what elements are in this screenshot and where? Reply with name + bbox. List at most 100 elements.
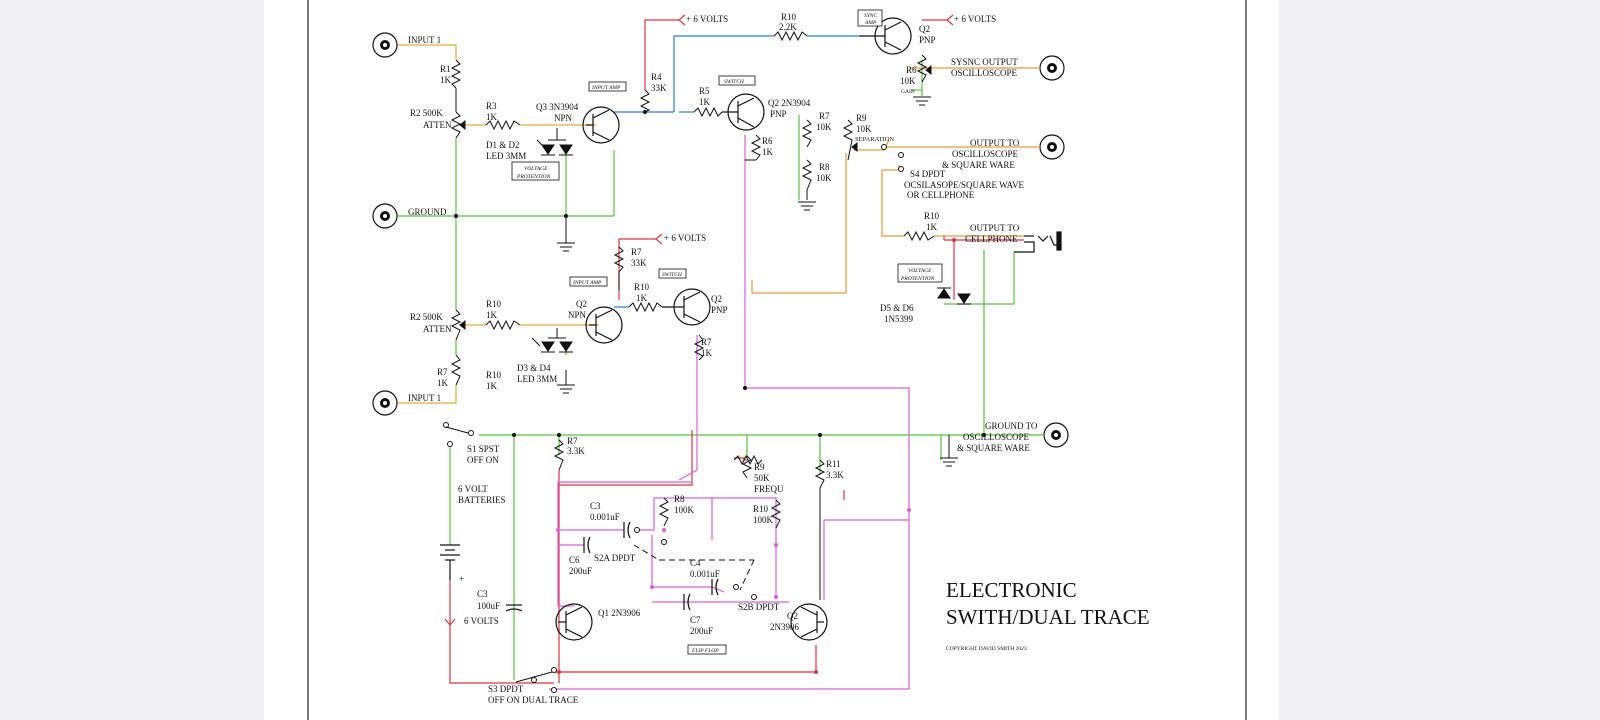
pot-arrows: [459, 64, 932, 331]
gain-label: GAIN: [901, 89, 915, 95]
out-cell-label-1: OUTPUT TO: [970, 223, 1020, 233]
power-arrows: [444, 14, 954, 626]
input1-bottom-jack: [372, 390, 398, 416]
r8-top-label: R8: [819, 162, 830, 172]
flip-flop-box: FLIP FLOP: [691, 648, 719, 654]
gnd-osc-label-3: & SQUARE WARE: [957, 443, 1030, 453]
switch-wires: [614, 35, 859, 308]
separation-label: SEPARATION: [855, 136, 894, 143]
q2-mid-label: Q2: [576, 299, 587, 309]
out-cell-label-2: CELLPHONE: [965, 234, 1018, 244]
gnd-osc-label-1: GROUND TO: [985, 421, 1038, 431]
r7-top-label: R7: [819, 111, 830, 121]
voltage-prot-box-1: VOLTAGE: [524, 166, 548, 172]
power-label-2: + 6 VOLTS: [664, 233, 706, 243]
c4-value: 0.001uF: [690, 569, 720, 579]
r10-bottom-value: 1K: [486, 310, 498, 320]
r10-q-label: R10: [634, 282, 650, 292]
horizontal-resistors: [485, 30, 935, 466]
r11-label: R11: [826, 459, 841, 469]
title-line-2: SWITH/DUAL TRACE: [946, 605, 1150, 629]
c7-label: C7: [690, 615, 701, 625]
r4-label: R4: [651, 72, 662, 82]
d3d4-value: LED 3MM: [517, 374, 557, 384]
r9-ff-value: 50K: [754, 473, 770, 483]
d5d6-label: D5 & D6: [880, 303, 914, 313]
r9-top-label: R9: [856, 113, 867, 123]
q2-ff-type: 2N3906: [770, 622, 799, 632]
r2-bottom-label: R2 500K: [410, 312, 443, 322]
s3-label: S3 DPDT: [488, 684, 524, 694]
ground-osc-jack: [1043, 422, 1069, 448]
ground-wires: [385, 60, 1022, 680]
r1-label: R1: [440, 64, 451, 74]
input-amp-bottom-box: INPUT AMP: [572, 280, 602, 286]
r10-top-value: 2.2K: [779, 22, 797, 32]
sync-amp-box-2: AMP: [864, 20, 877, 26]
c3-value: 0.001uF: [590, 512, 620, 522]
voltage-prot-right-2: PROTENTION: [900, 276, 935, 282]
sync-out-label-2: OSCILLOSCOPE: [951, 68, 1018, 78]
c3-big-value: 100uF: [477, 601, 500, 611]
junctions: [454, 110, 986, 437]
r7-c-value: 1K: [437, 378, 449, 388]
switch-top-box: SWITCH: [724, 79, 745, 85]
r8-ff-label: R8: [674, 494, 685, 504]
s4-label: S4 DPDT: [910, 169, 946, 179]
r10-top-label: R10: [781, 12, 797, 22]
s1-desc: OFF ON: [467, 455, 499, 465]
r11-value: 3.3K: [826, 470, 844, 480]
annotation-boxes: [511, 9, 943, 655]
r7-top-value: 10K: [816, 122, 832, 132]
r6-mid-value: 1K: [762, 147, 774, 157]
r10-bottom-label: R10: [486, 299, 502, 309]
q2-ff-label: Q2: [787, 611, 798, 621]
c6-value: 200uF: [569, 566, 592, 576]
q2-top-type: PNP: [770, 109, 787, 119]
diodes: [531, 128, 971, 353]
r2-top-label: R2 500K: [410, 108, 443, 118]
r7-ff-value: 3.3K: [567, 446, 585, 456]
out-osc-label-2: OSCILLOSCOPE: [952, 149, 1019, 159]
capacitors: [505, 521, 719, 612]
r10-ff-label: R10: [753, 504, 769, 514]
supply-label: 6 VOLTS: [464, 616, 499, 626]
ground-symbol-3: [797, 201, 817, 211]
r7-c-label: R7: [437, 367, 448, 377]
sync-amp-box-1: SYNC: [864, 13, 877, 19]
q1-label: Q1 2N3906: [598, 608, 641, 618]
q2-pnp-type: PNP: [711, 305, 728, 315]
transistors: [555, 17, 912, 641]
r3-label: R3: [486, 101, 497, 111]
switches: [443, 144, 904, 693]
power-wires: [449, 19, 1024, 684]
q2-pnp-label: Q2: [711, 294, 722, 304]
battery-label-2: BATTERIES: [458, 495, 506, 505]
q2-mid-type: NPN: [568, 310, 587, 320]
voltage-prot-right-1: VOLTAGE: [908, 268, 932, 274]
power-label-3: + 6 VOLTS: [954, 14, 996, 24]
s4-desc: OCSILASOPE/SQUARE WAVE: [904, 180, 1024, 190]
gnd-osc-label-2: OSCILLOSCOPE: [963, 432, 1030, 442]
r10-q-value: 1K: [636, 293, 648, 303]
ground-jack: [372, 203, 398, 229]
c3-big-label: C3: [477, 589, 488, 599]
ground-label: GROUND: [408, 207, 447, 217]
input1-top-label: INPUT 1: [408, 35, 441, 45]
ground-symbol-1: [556, 242, 576, 252]
s2a-label: S2A DPDT: [594, 553, 636, 563]
r10-cell-label: R10: [924, 211, 940, 221]
r6-mid-label: R6: [762, 136, 773, 146]
d1d2-label: D1 & D2: [486, 140, 520, 150]
q2-sync-label: Q2: [919, 24, 930, 34]
r10-ff-value: 100K: [753, 515, 774, 525]
r10-x-label: R10: [486, 370, 502, 380]
r7-mid-label: R7: [631, 247, 642, 257]
battery-plus: +: [459, 574, 464, 584]
vertical-resistors: [450, 54, 928, 600]
q2-top-label: Q2 2N3904: [768, 98, 811, 108]
d3d4-label: D3 & D4: [517, 363, 551, 373]
r5-value: 1K: [699, 97, 711, 107]
ground-symbol-5: [939, 457, 959, 467]
